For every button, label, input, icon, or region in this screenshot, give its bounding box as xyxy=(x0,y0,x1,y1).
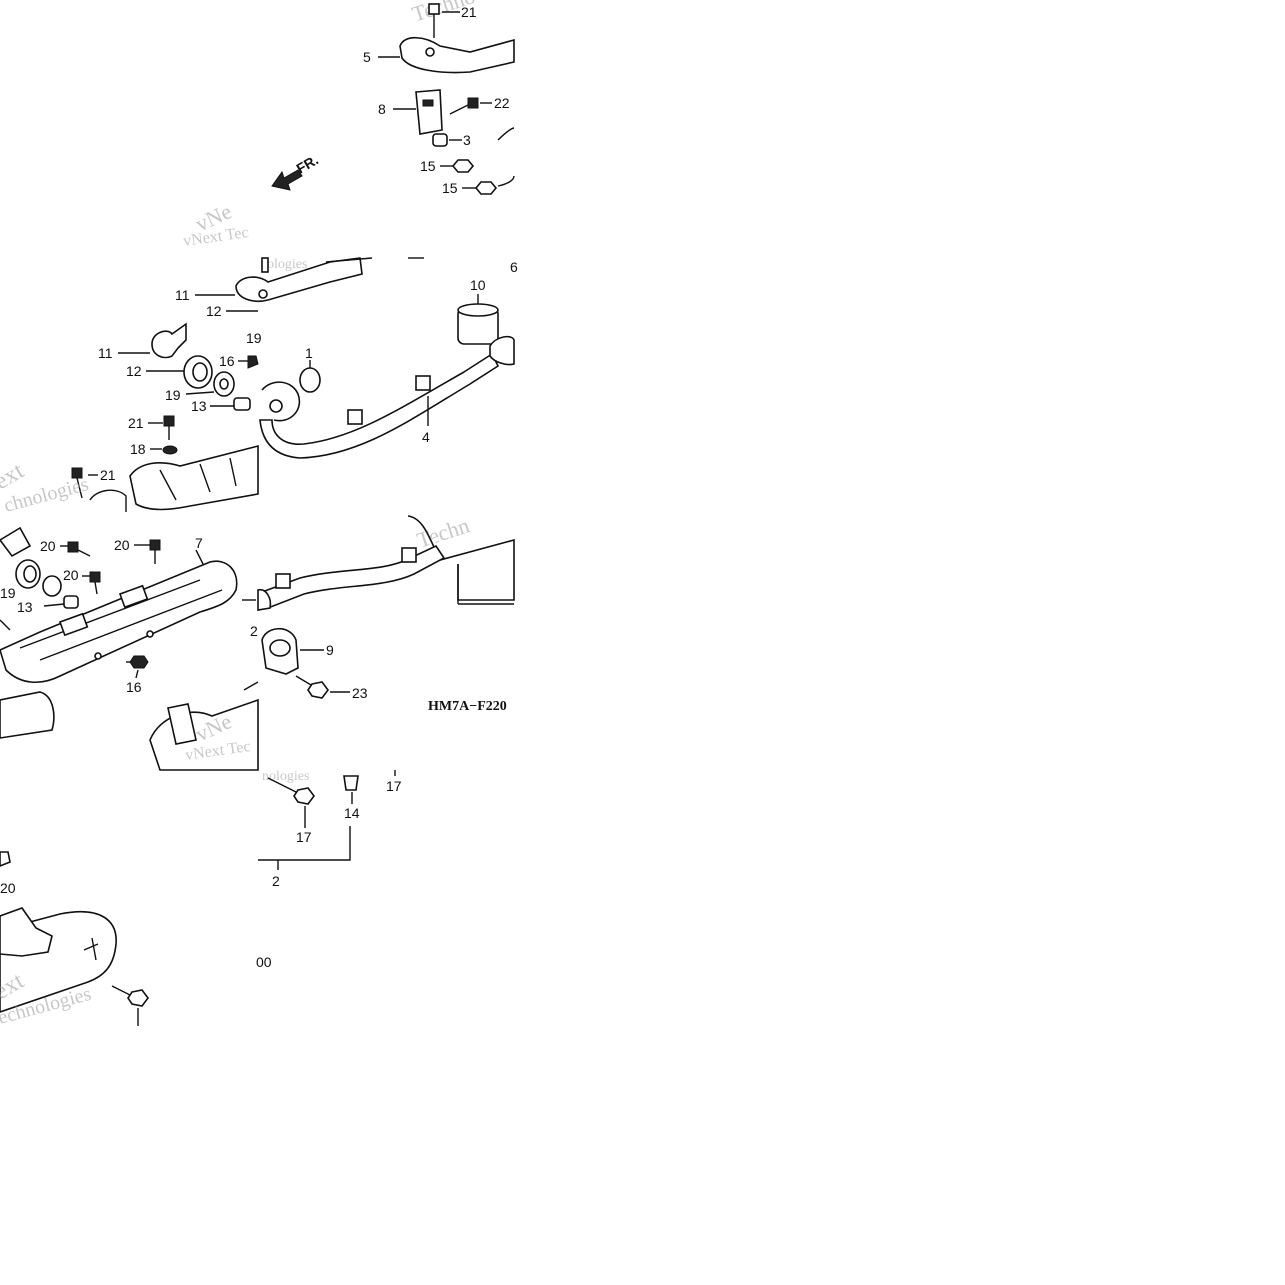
tile-exhaust-pipe: nologies 6 10 1 4 xyxy=(259,257,518,459)
tile-muffler-stay: nologies 17 17 14 2 00 xyxy=(256,769,402,970)
clamp-band xyxy=(415,89,443,135)
callout-16: 16 xyxy=(219,353,235,369)
link-pipe xyxy=(260,544,446,610)
watermark-text: Techn xyxy=(414,512,473,552)
callout-20: 20 xyxy=(63,567,79,583)
callout-8: 8 xyxy=(378,101,386,117)
bolt-stay xyxy=(127,989,149,1007)
callout-12: 12 xyxy=(126,363,142,379)
muffler-protector-bracket xyxy=(399,36,515,74)
muffler-stay-bracket xyxy=(0,907,53,957)
bolt-22 xyxy=(449,97,479,115)
callout-2: 2 xyxy=(272,873,280,889)
callout-4: 4 xyxy=(422,429,430,445)
nut-15-b xyxy=(474,181,498,195)
tile-mounts: 11 12 11 12 19 19 16 13 21 18 xyxy=(0,257,363,517)
heat-shield-edge xyxy=(129,444,259,511)
bolt-23 xyxy=(307,681,329,699)
callout-21: 21 xyxy=(128,415,144,431)
bolt-20 xyxy=(67,541,79,553)
bolt-21 xyxy=(163,415,175,427)
callout-20: 20 xyxy=(114,537,130,553)
bolt-20 xyxy=(89,571,101,583)
callout-6: 6 xyxy=(510,259,518,275)
callout-19: 19 xyxy=(165,387,181,403)
callout-10: 10 xyxy=(470,277,486,293)
callout-20: 20 xyxy=(40,538,56,554)
callout-15: 15 xyxy=(442,180,458,196)
callout-16: 16 xyxy=(126,679,142,695)
callout-9: 9 xyxy=(326,642,334,658)
tile-muffler-joint: Techn 2 9 23 HM7A−F220 xyxy=(242,512,515,714)
tile-upper: Techno 21 5 8 22 3 15 xyxy=(182,0,515,250)
figure-code: HM7A−F220 xyxy=(428,699,507,714)
callout-18: 18 xyxy=(130,441,146,457)
callout-13: 13 xyxy=(17,599,33,615)
callout-15: 15 xyxy=(420,158,436,174)
drain-plug xyxy=(343,775,359,791)
callout-21: 21 xyxy=(100,467,116,483)
exhaust-gasket xyxy=(299,367,321,393)
callout-14: 14 xyxy=(344,805,360,821)
callout-5: 5 xyxy=(363,49,371,65)
figure-code-fragment: 00 xyxy=(256,954,272,970)
callout-20: 20 xyxy=(0,880,16,896)
tile-heat-shield: 20 20 20 7 13 19 16 xyxy=(0,526,259,771)
bolt-17 xyxy=(293,787,315,805)
bolt-21-top xyxy=(428,3,440,38)
tile-muffler-end: 20 ext echnologies xyxy=(0,851,149,1029)
collar-13 xyxy=(233,397,251,411)
callout-19: 19 xyxy=(246,330,262,346)
callout-17: 17 xyxy=(296,829,312,845)
watermark-text: nologies xyxy=(262,769,309,784)
washer-18 xyxy=(162,445,178,455)
mount-bracket xyxy=(151,322,187,359)
front-arrow-icon: FR. xyxy=(271,151,321,191)
muffler-mount-bracket-top xyxy=(235,257,363,302)
callout-12: 12 xyxy=(206,303,222,319)
bolt-20 xyxy=(149,539,161,551)
watermark-text: nologies xyxy=(260,257,307,272)
muffler-body-right xyxy=(407,515,515,601)
callout-13: 13 xyxy=(191,398,207,414)
callout-11: 11 xyxy=(175,287,190,303)
nut-16 xyxy=(129,655,149,669)
callout-17: 17 xyxy=(386,778,402,794)
callout-2: 2 xyxy=(250,623,258,639)
callout-19: 19 xyxy=(0,585,16,601)
callout-23: 23 xyxy=(352,685,368,701)
callout-7: 7 xyxy=(195,535,203,551)
callout-3: 3 xyxy=(463,132,471,148)
callout-11: 11 xyxy=(98,345,113,361)
pipe-sleeve xyxy=(457,303,499,345)
callout-21: 21 xyxy=(461,4,477,20)
callout-1: 1 xyxy=(305,345,313,361)
callout-22: 22 xyxy=(494,95,510,111)
collar xyxy=(432,133,448,147)
nut-15-a xyxy=(451,159,475,173)
